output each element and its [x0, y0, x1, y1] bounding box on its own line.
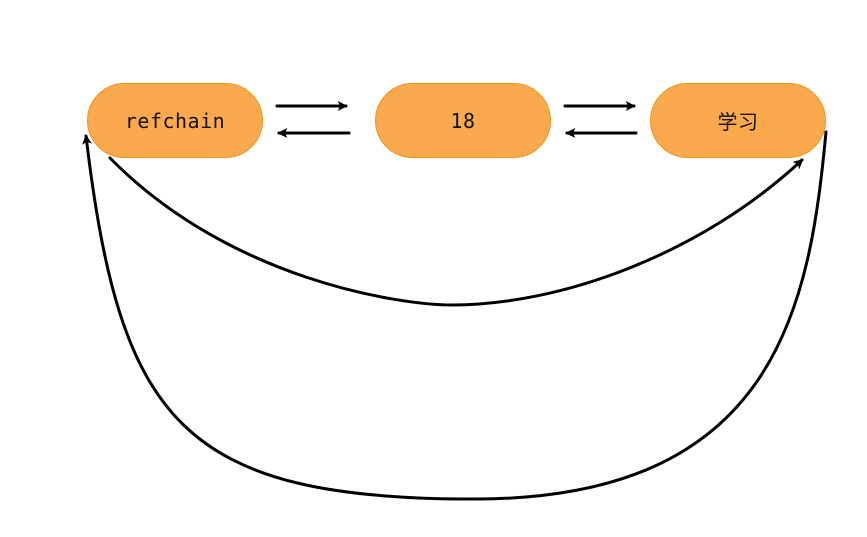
- node-xuexi: 学习: [650, 83, 826, 158]
- node-refchain: refchain: [87, 83, 263, 158]
- node-18: 18: [375, 83, 551, 158]
- edge-xuexi-to-refchain-curve: [82, 130, 828, 501]
- edge-refchain-to-xuexi-curve: [108, 156, 804, 307]
- node-xuexi-label: 学习: [717, 110, 759, 134]
- node-refchain-label: refchain: [124, 108, 226, 133]
- node-18-label: 18: [450, 108, 476, 133]
